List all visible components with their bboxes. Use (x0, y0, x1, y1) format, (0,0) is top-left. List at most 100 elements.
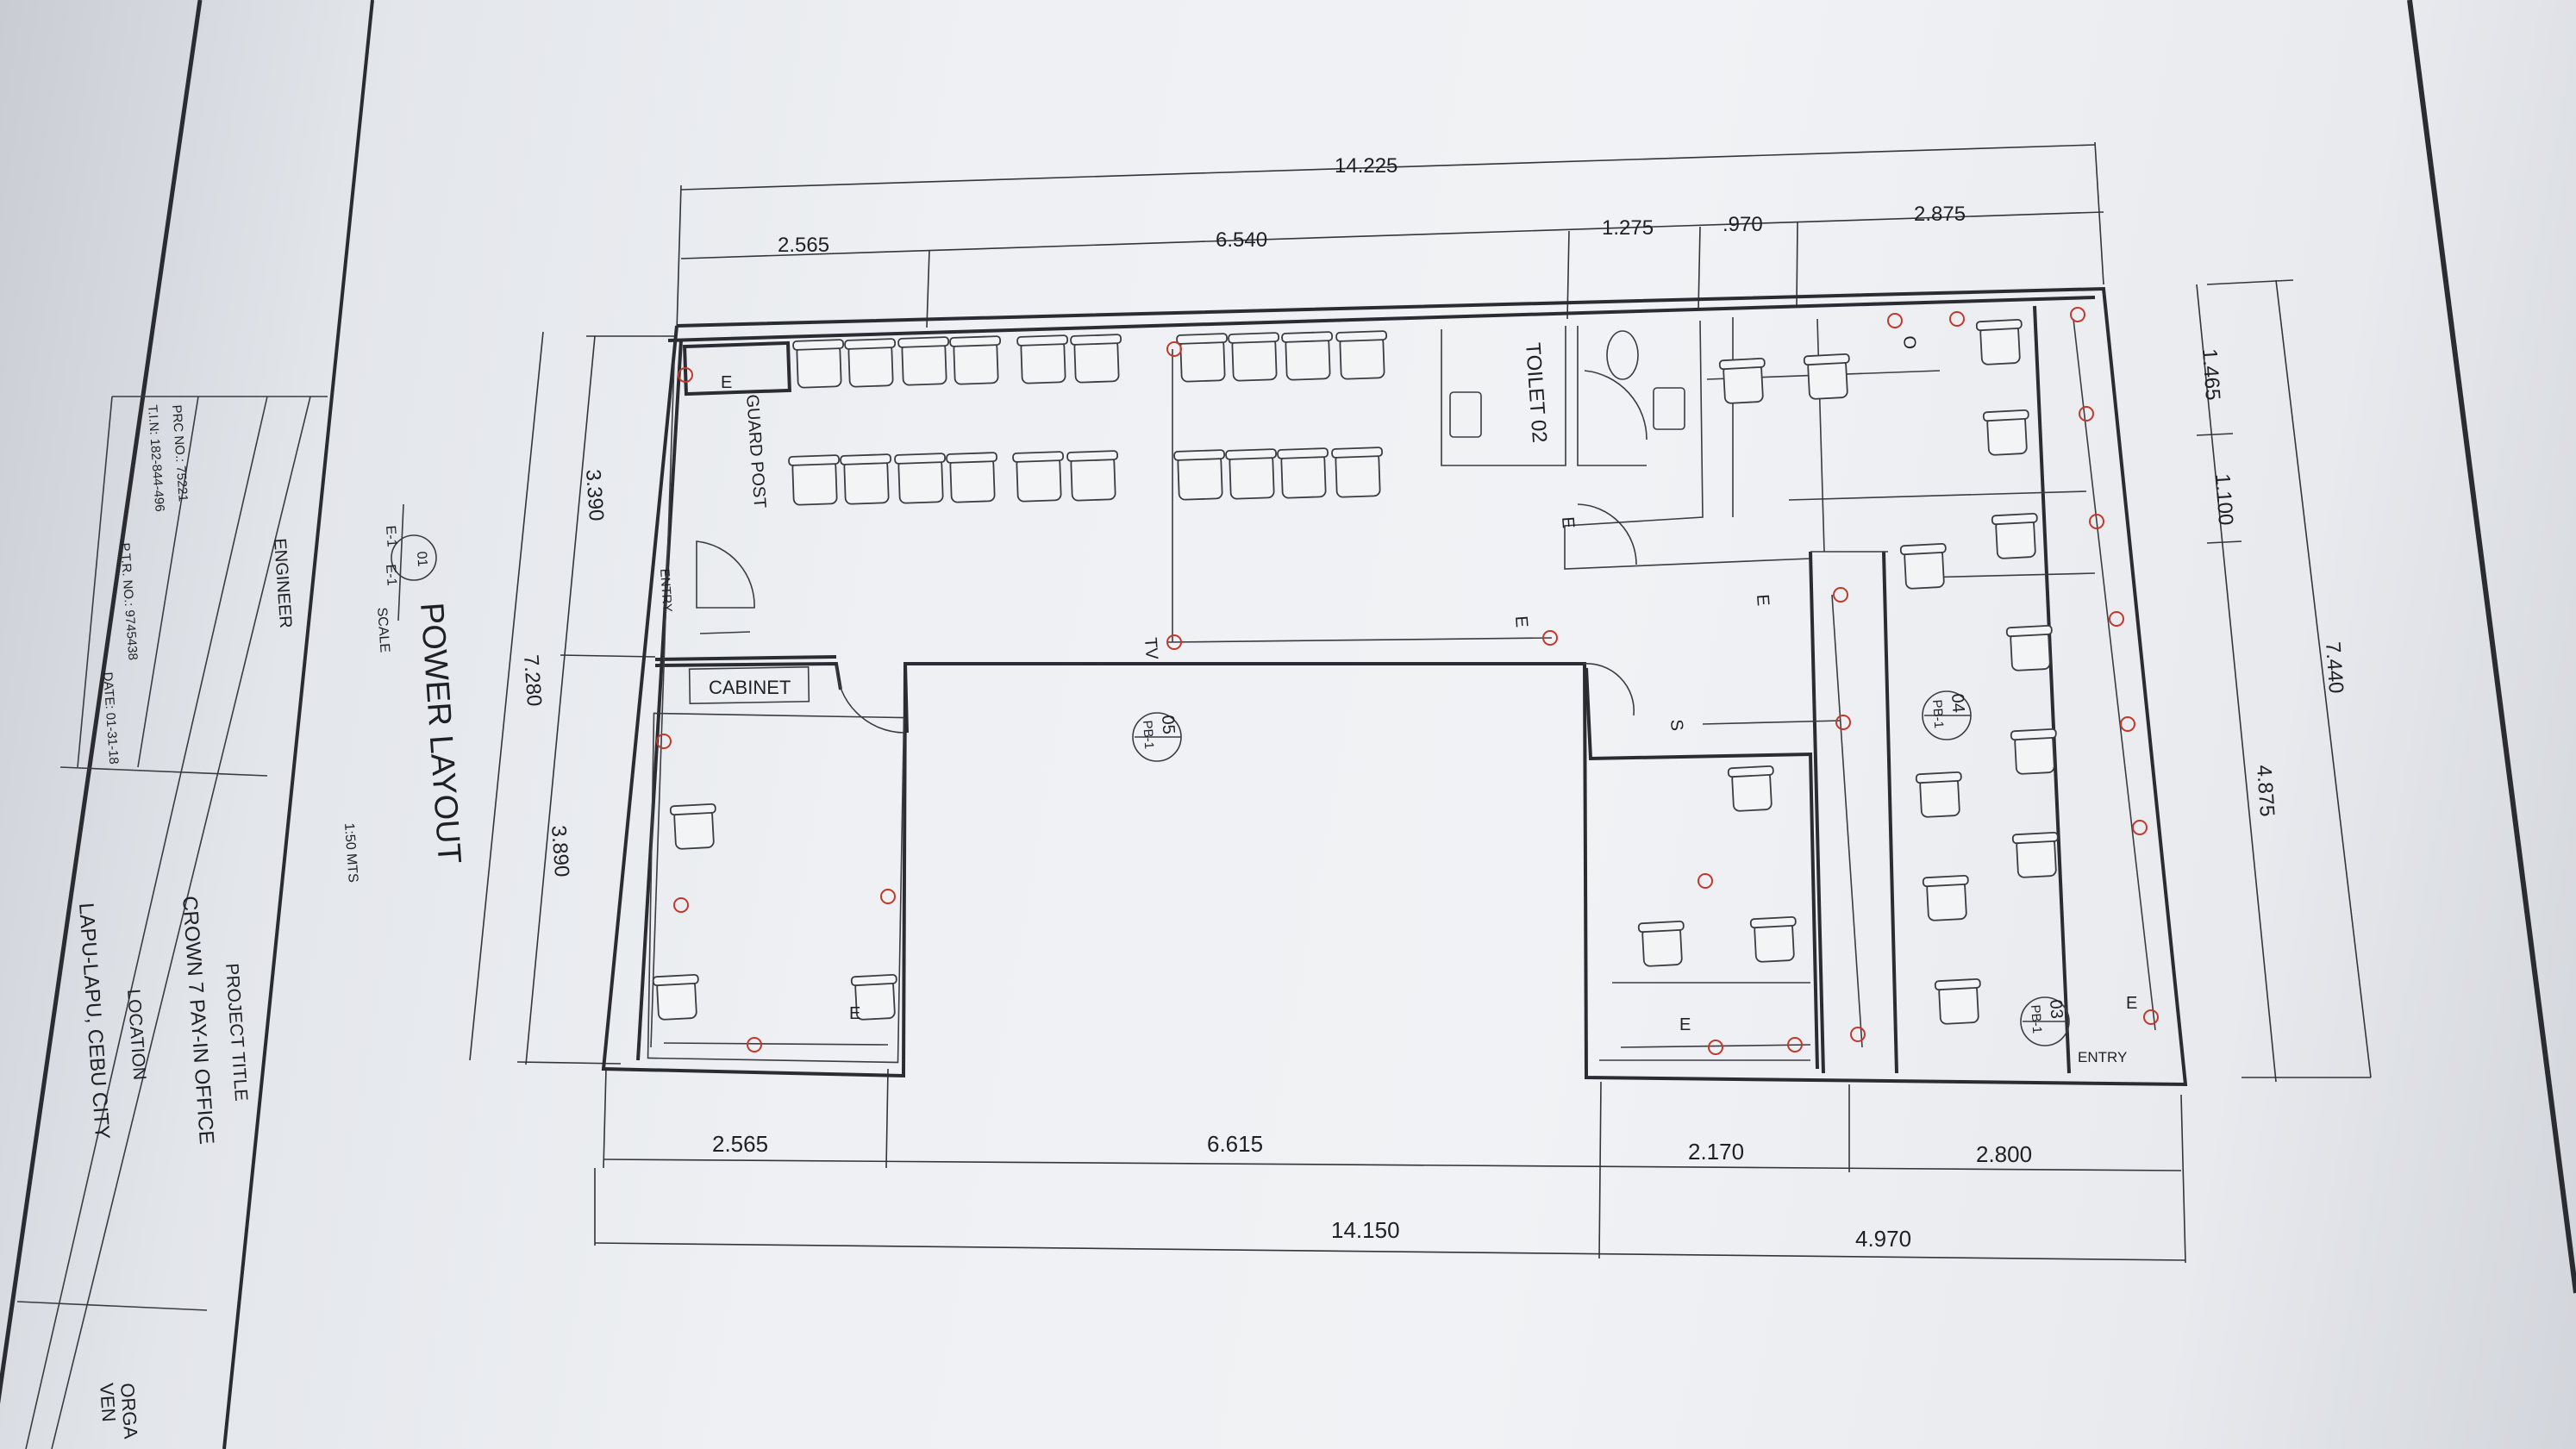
dim-left-2: 3.890 (547, 825, 573, 878)
organization-label-2: VEN (96, 1383, 120, 1423)
waiting-chair-row1 (1228, 332, 1280, 382)
waiting-chair-row2 (1225, 448, 1278, 500)
scale-value: 1:50 MTS (341, 822, 360, 883)
detail-ref-b: E-1 (383, 564, 399, 586)
waiting-chair-row1 (1281, 331, 1334, 381)
office-chair (1749, 915, 1797, 963)
dim-bottom-total-right: 4.970 (1855, 1226, 1911, 1252)
outlet-symbol (1887, 313, 1903, 328)
entry-right-label: ENTRY (2078, 1049, 2127, 1065)
sink-right (1653, 387, 1685, 430)
power-wiring (650, 318, 2156, 1048)
office-chair (1637, 920, 1685, 967)
waiting-chair-row1 (949, 335, 1002, 385)
tin-number: T.I.N: 182-844-496 (145, 404, 167, 512)
outlet-e-label-4: E (1753, 594, 1773, 607)
office-chair (2011, 831, 2059, 878)
outlet-symbol (747, 1037, 762, 1052)
title-block (16, 396, 328, 1449)
engineer-label: ENGINEER (270, 538, 295, 629)
outlet-symbol (1542, 630, 1558, 646)
dim-right-2: 1.100 (2210, 473, 2237, 527)
waiting-chairs (788, 330, 1388, 506)
waiting-chair-row1 (844, 338, 897, 388)
outlet-symbol (2120, 716, 2135, 732)
dim-left-total: 7.280 (519, 654, 546, 708)
sheet-border-inner (222, 0, 374, 1449)
office-chair (1899, 542, 1947, 590)
top-dimension-lines (676, 141, 2104, 333)
office-chair (1718, 357, 1766, 404)
waiting-chair-row1 (1070, 334, 1122, 384)
panel-03-number: 03 (2046, 999, 2066, 1020)
waiting-chair-row1 (1335, 330, 1388, 380)
waiting-chair-row1 (1176, 333, 1229, 383)
guard-post-label: GUARD POST (742, 394, 769, 509)
outlet-symbol (656, 734, 672, 749)
office-chair (850, 973, 897, 1021)
office-chair (1915, 771, 1962, 818)
office-chair (2005, 624, 2053, 671)
outlet-symbol (1949, 311, 1965, 327)
outlet-symbol (1833, 587, 1848, 603)
panel-board-04: 04 PB-1 (1922, 690, 1972, 740)
dim-top-3: 1.275 (1602, 216, 1654, 240)
outlet-symbol (1708, 1040, 1723, 1055)
dim-top-4: .970 (1723, 213, 1763, 236)
panel-board-03: 03 PB-1 (2020, 996, 2070, 1046)
detail-ref-a: E-1 (383, 525, 399, 547)
outlet-symbol (1698, 873, 1713, 889)
waiting-chair-row2 (1066, 450, 1119, 502)
tv-label: TV (1141, 637, 1161, 661)
office-chair (1975, 318, 2023, 365)
right-dimension-lines (2196, 279, 2372, 1083)
panel-04-ref: PB-1 (1929, 699, 1946, 728)
prc-number: PRC NO.: 75221 (169, 404, 191, 502)
panel-05-ref: PB-1 (1140, 720, 1156, 749)
scale-label: SCALE (374, 607, 392, 653)
panel-03-ref: PB-1 (2028, 1004, 2044, 1034)
switch-label: S (1666, 719, 1686, 732)
outlet-symbol (2079, 406, 2094, 422)
dim-right-total: 7.440 (2321, 641, 2348, 695)
office-chair (1727, 765, 1774, 812)
project-title-label: PROJECT TITLE (222, 963, 251, 1102)
waiting-chair-row2 (840, 453, 892, 505)
waiting-chair-row2 (1173, 449, 1226, 501)
outlet-symbol (1166, 634, 1182, 650)
waiting-chair-row2 (1277, 447, 1329, 499)
waiting-chair-row1 (1016, 334, 1069, 384)
outlet-symbol (1850, 1027, 1866, 1042)
outlet-symbol (1787, 1037, 1803, 1052)
office-chairs (652, 318, 2059, 1025)
dim-bottom-2: 6.615 (1207, 1131, 1263, 1157)
bottom-dimension-lines (594, 1068, 2186, 1264)
detail-bubble (391, 534, 437, 581)
office-chair (1982, 409, 2029, 456)
sheet-border-right (2407, 0, 2576, 1294)
cabinet-label: CABINET (709, 677, 791, 698)
outlet-symbol (2109, 611, 2124, 627)
organization-label: ORGA (116, 1383, 141, 1440)
panel-board-05: 05 PB-1 (1132, 712, 1182, 762)
outlet-symbol (1166, 341, 1182, 357)
waiting-chair-row2 (1012, 451, 1065, 503)
dim-right-3: 4.875 (2252, 765, 2279, 818)
outlet-o-label: O (1899, 335, 1919, 350)
dim-right-1: 1.465 (2198, 348, 2224, 402)
office-chair (669, 803, 716, 850)
dim-top-1: 2.565 (778, 234, 829, 257)
outlet-e-label-3: E (1511, 615, 1531, 628)
project-title: CROWN 7 PAY-IN OFFICE (178, 896, 218, 1146)
dim-left-1: 3.390 (581, 469, 608, 522)
panel-05-number: 05 (1158, 715, 1178, 735)
detail-number: 01 (414, 551, 429, 567)
power-outlets (656, 307, 2159, 1055)
dim-bottom-4: 2.800 (1976, 1141, 2032, 1167)
waiting-chair-row2 (946, 452, 998, 503)
outlet-e-label-5: E (1679, 1015, 1691, 1034)
dim-bottom-total-left: 14.150 (1331, 1217, 1400, 1243)
waiting-chair-row2 (1331, 447, 1384, 498)
dim-top-total: 14.225 (1335, 154, 1397, 178)
